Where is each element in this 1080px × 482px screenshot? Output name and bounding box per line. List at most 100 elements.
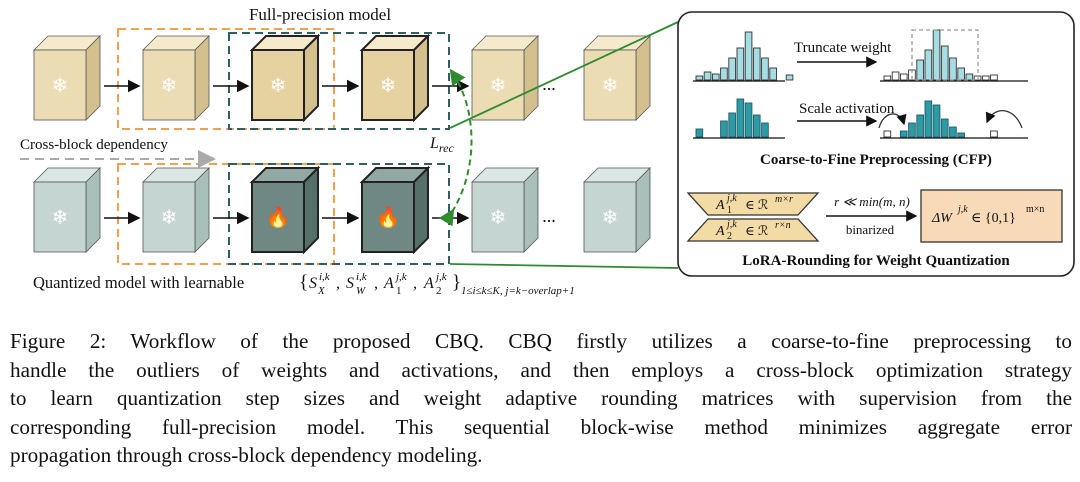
snowflake-icon: ❄ — [161, 207, 178, 229]
hist4-bar — [957, 132, 965, 138]
hist4-bar — [932, 104, 941, 138]
figure-caption: Figure 2: Workflow of the proposed CBQ. … — [10, 327, 1072, 470]
snowflake-icon: ❄ — [161, 75, 178, 97]
scale-label: Scale activation — [799, 101, 895, 117]
svg-text:X: X — [317, 285, 326, 297]
fp-block-5: ❄ — [471, 35, 539, 121]
fire-icon: 🔥 — [376, 205, 401, 229]
hist1-bar — [769, 67, 777, 81]
fire-icon: 🔥 — [266, 205, 291, 229]
quantized-blocks: ❄ ❄ 🔥 🔥 ❄ ❄ — [33, 165, 651, 255]
snowflake-icon: ❄ — [490, 207, 507, 229]
scale-histogram-before — [695, 98, 769, 138]
svg-text:1≤i≤k≤K, j=k−overlap+1: 1≤i≤k≤K, j=k−overlap+1 — [461, 285, 575, 297]
svg-text:ΔW: ΔW — [931, 211, 953, 226]
hist4-bar — [908, 122, 916, 138]
svg-text:m×n: m×n — [1026, 204, 1044, 215]
svg-text:1: 1 — [727, 205, 732, 216]
quant-block-5: ❄ — [471, 167, 539, 253]
binarized-label: binarized — [846, 222, 895, 237]
hist2-bar — [949, 57, 957, 81]
hist4-bar — [949, 126, 957, 138]
hist4-bar — [916, 114, 924, 138]
rank-condition: r ≪ min(m, n) — [834, 194, 910, 209]
hist3-bar — [736, 98, 745, 138]
truncate-label: Truncate weight — [794, 40, 892, 56]
fp-block-2: ❄ — [142, 35, 210, 121]
snowflake-icon: ❄ — [602, 75, 619, 97]
hist2-bar — [940, 45, 949, 81]
svg-text:j,k: j,k — [956, 204, 968, 215]
hist4-bar — [924, 100, 933, 138]
cbq-workflow-figure: Full-precision model ❄❄❄❄❄❄ ❄❄🔥🔥❄❄ ... .… — [20, 5, 1075, 297]
lora-title: LoRA-Rounding for Weight Quantization — [742, 253, 1010, 269]
snowflake-icon: ❄ — [52, 75, 69, 97]
svg-text:W: W — [356, 285, 366, 297]
caption-line-2: handle the outliers of weights and activ… — [10, 357, 1072, 382]
delta-w-box — [920, 189, 1063, 243]
hist2-bar — [883, 75, 892, 81]
svg-text:j,k: j,k — [725, 219, 737, 230]
svg-text:1: 1 — [396, 285, 402, 297]
ellipsis-top: ... — [542, 74, 556, 94]
svg-text:∈ {0,1}: ∈ {0,1} — [971, 211, 1016, 226]
loss-supervision-arrow — [438, 68, 473, 227]
hist4-bar — [899, 130, 908, 138]
hist3-bar — [695, 128, 704, 138]
lora-a2-formula: A j,k 2 ∈ ℛ r×n — [715, 219, 791, 242]
hist3-bar — [761, 122, 769, 138]
full-precision-blocks: ❄ ❄ ❄ ❄ ❄ ❄ — [33, 33, 651, 123]
truncate-histogram-after — [883, 29, 998, 81]
caption-line-1: Figure 2: Workflow of the proposed CBQ. … — [10, 329, 1072, 353]
hist1-bar — [752, 47, 761, 81]
snowflake-icon: ❄ — [602, 207, 619, 229]
orange-window-bottom — [117, 163, 335, 265]
hist2-bar — [981, 75, 990, 81]
svg-text:j,k: j,k — [434, 271, 448, 283]
hist3-bar — [752, 114, 761, 138]
loss-symbol: L — [429, 135, 439, 152]
scale-curve-left — [878, 113, 907, 129]
svg-text:2: 2 — [727, 231, 732, 242]
hist2-bar — [990, 74, 998, 81]
hist4-bar — [883, 130, 892, 138]
hist2-bar — [965, 73, 974, 81]
svg-text:{: { — [299, 272, 308, 293]
hist1-bar — [736, 47, 745, 81]
hist1-bar — [720, 67, 728, 81]
caption-line-5: propagation through cross-block dependen… — [10, 443, 483, 467]
quant-block-4: 🔥 — [359, 165, 431, 255]
hist2-bar — [899, 73, 908, 81]
snowflake-icon: ❄ — [52, 207, 69, 229]
quantized-label: Quantized model with learnable — [33, 273, 244, 292]
caption-line-3: to learn quantization step sizes and wei… — [10, 386, 1072, 410]
lora-a1-formula: A j,k 1 ∈ ℛ m×r — [715, 193, 793, 216]
svg-text:i,k: i,k — [319, 271, 331, 283]
svg-text:2: 2 — [436, 285, 442, 297]
hist3-bar — [744, 102, 753, 138]
hist1-bar — [761, 57, 769, 81]
cfp-lora-panel — [677, 11, 1075, 277]
svg-text:∈ ℛ: ∈ ℛ — [745, 223, 768, 238]
scale-curve-right — [985, 110, 1023, 129]
hist4-bar — [990, 130, 998, 138]
hist1-bar — [744, 31, 753, 81]
hist1-bar — [728, 57, 736, 81]
fp-block-4: ❄ — [359, 33, 431, 123]
hist1-bar — [785, 74, 794, 81]
hist2-bar — [932, 29, 941, 81]
quant-block-6: ❄ — [583, 167, 651, 253]
svg-text:m×r: m×r — [775, 194, 793, 205]
svg-text:A: A — [383, 275, 394, 292]
snowflake-icon: ❄ — [270, 75, 287, 97]
hist3-bar — [728, 112, 736, 138]
hist2-bar — [957, 67, 965, 81]
svg-text:A: A — [423, 275, 434, 292]
svg-text:}: } — [452, 272, 461, 293]
hist2-bar — [891, 71, 900, 81]
loss-label: Lrec — [429, 135, 454, 155]
svg-text:A: A — [715, 198, 725, 213]
hist3-bar — [720, 120, 728, 138]
svg-text:,: , — [374, 275, 378, 292]
